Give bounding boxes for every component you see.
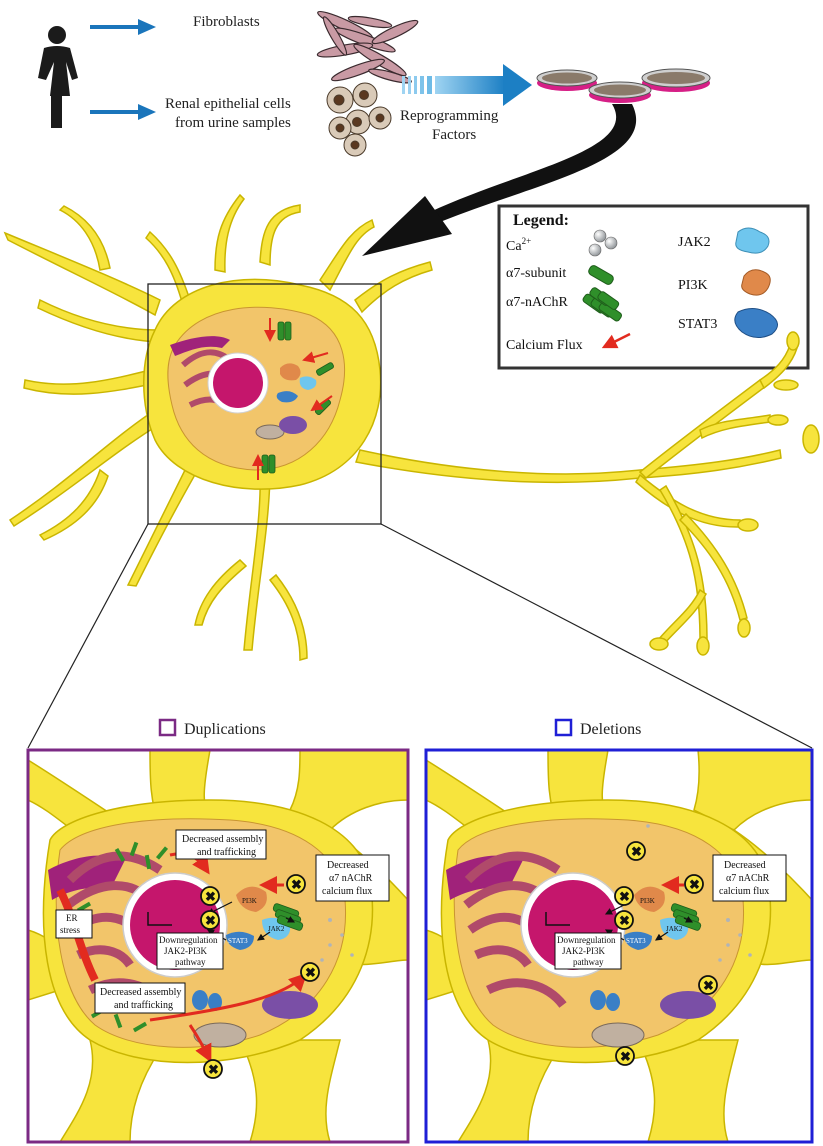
svg-text:and trafficking: and trafficking xyxy=(114,1000,173,1011)
svg-text:Downregulation: Downregulation xyxy=(159,935,218,945)
svg-text:calcium flux: calcium flux xyxy=(719,886,769,897)
dup-calcium-flux-box: Decreased α7 nAChR calcium flux xyxy=(315,854,390,902)
legend-stat3-label: STAT3 xyxy=(678,317,717,332)
fibroblast-cells-illustration xyxy=(316,10,419,84)
svg-text:calcium flux: calcium flux xyxy=(322,886,372,897)
svg-text:✖: ✖ xyxy=(205,889,216,904)
del-jak2-label: JAK2 xyxy=(666,925,683,933)
differentiation-arrow xyxy=(362,104,637,256)
del-downregulation-box: Downregulation JAK2-PI3K pathway xyxy=(554,932,622,970)
dup-stat3-label: STAT3 xyxy=(228,937,248,945)
svg-text:JAK2-PI3K: JAK2-PI3K xyxy=(562,946,606,956)
svg-text:✖: ✖ xyxy=(703,978,714,993)
legend-ca-label: Ca2+ xyxy=(506,236,531,254)
svg-text:✖: ✖ xyxy=(620,1049,631,1064)
zoom-region xyxy=(27,283,813,749)
dup-block-mark-5: ✖ xyxy=(203,1059,223,1079)
svg-text:α7 nAChR: α7 nAChR xyxy=(726,873,770,884)
del-stat3-label: STAT3 xyxy=(626,937,646,945)
dup-assembly-box-1: Decreased assembly and trafficking xyxy=(175,829,267,860)
dup-assembly-box-2: Decreased assembly and trafficking xyxy=(94,982,186,1014)
svg-text:✖: ✖ xyxy=(631,844,642,859)
legend-a7-subunit-label: α7-subunit xyxy=(506,266,566,281)
svg-text:✖: ✖ xyxy=(619,913,630,928)
legend-calcium-flux-arrow xyxy=(601,332,631,349)
legend-box: Legend: Ca2+ α7-subunit α7-nAChR Calcium… xyxy=(497,204,810,370)
deletions-title: Deletions xyxy=(580,721,641,738)
dup-block-mark-1: ✖ xyxy=(286,874,306,894)
arrow-to-renal-cells xyxy=(90,104,156,120)
dup-er-stress-box: ER stress xyxy=(55,909,93,939)
svg-text:Decreased: Decreased xyxy=(724,860,766,871)
dup-block-mark-2: ✖ xyxy=(200,886,220,906)
del-block-mark-6: ✖ xyxy=(615,1046,635,1066)
legend-stat3-icon xyxy=(734,308,778,338)
duplications-title: Duplications xyxy=(184,721,266,738)
svg-text:✖: ✖ xyxy=(305,965,316,980)
renal-cells-label-2: from urine samples xyxy=(175,115,291,131)
dup-downregulation-box: Downregulation JAK2-PI3K pathway xyxy=(156,932,224,970)
legend-a7-nachr-icon xyxy=(582,287,623,322)
del-block-mark-5: ✖ xyxy=(698,975,718,995)
svg-text:Decreased: Decreased xyxy=(327,860,369,871)
svg-text:✖: ✖ xyxy=(205,913,216,928)
svg-text:✖: ✖ xyxy=(208,1062,219,1077)
svg-text:pathway: pathway xyxy=(573,957,604,967)
neuron-illustration xyxy=(3,193,820,661)
dup-block-mark-3: ✖ xyxy=(200,910,220,930)
reprogramming-label-2: Factors xyxy=(432,127,476,143)
renal-cells-label-1: Renal epithelial cells xyxy=(165,96,291,112)
fibroblasts-label: Fibroblasts xyxy=(193,14,260,30)
svg-text:Downregulation: Downregulation xyxy=(557,935,616,945)
legend-calcium-icon xyxy=(588,229,618,257)
svg-text:ER: ER xyxy=(66,913,78,923)
culture-dishes-illustration xyxy=(536,68,711,103)
legend-pi3k-label: PI3K xyxy=(678,278,708,293)
del-block-mark-2: ✖ xyxy=(684,874,704,894)
svg-text:pathway: pathway xyxy=(175,957,206,967)
deletions-swatch xyxy=(554,718,573,737)
legend-a7-subunit-icon xyxy=(588,265,614,285)
legend-a7-nachr-label: α7-nAChR xyxy=(506,295,568,310)
svg-text:Decreased assembly: Decreased assembly xyxy=(100,987,181,998)
svg-text:✖: ✖ xyxy=(689,877,700,892)
legend-jak2-label: JAK2 xyxy=(678,235,711,250)
dup-pi3k-label: PI3K xyxy=(242,897,257,905)
svg-text:stress: stress xyxy=(60,925,80,935)
duplications-swatch xyxy=(158,718,177,737)
del-pi3k-label: PI3K xyxy=(640,897,655,905)
legend-calcium-flux-label: Calcium Flux xyxy=(506,338,583,353)
svg-text:and trafficking: and trafficking xyxy=(197,847,256,858)
del-calcium-flux-box: Decreased α7 nAChR calcium flux xyxy=(712,854,787,902)
reprogramming-arrow xyxy=(402,64,532,106)
svg-text:α7 nAChR: α7 nAChR xyxy=(329,873,373,884)
reprogramming-label-1: Reprogramming xyxy=(400,108,499,124)
svg-text:✖: ✖ xyxy=(619,889,630,904)
dup-jak2-label: JAK2 xyxy=(268,925,285,933)
renal-epithelial-cells-illustration xyxy=(326,82,392,157)
legend-title: Legend: xyxy=(513,212,569,229)
legend-pi3k-icon xyxy=(741,269,771,296)
arrow-to-fibroblasts xyxy=(90,19,156,35)
svg-text:✖: ✖ xyxy=(291,877,302,892)
legend-jak2-icon xyxy=(735,227,770,254)
svg-text:Decreased assembly: Decreased assembly xyxy=(182,834,263,845)
person-icon xyxy=(38,26,78,128)
del-block-mark-1: ✖ xyxy=(626,841,646,861)
del-block-mark-4: ✖ xyxy=(614,910,634,930)
dup-block-mark-4: ✖ xyxy=(300,962,320,982)
svg-text:JAK2-PI3K: JAK2-PI3K xyxy=(164,946,208,956)
del-block-mark-3: ✖ xyxy=(614,886,634,906)
